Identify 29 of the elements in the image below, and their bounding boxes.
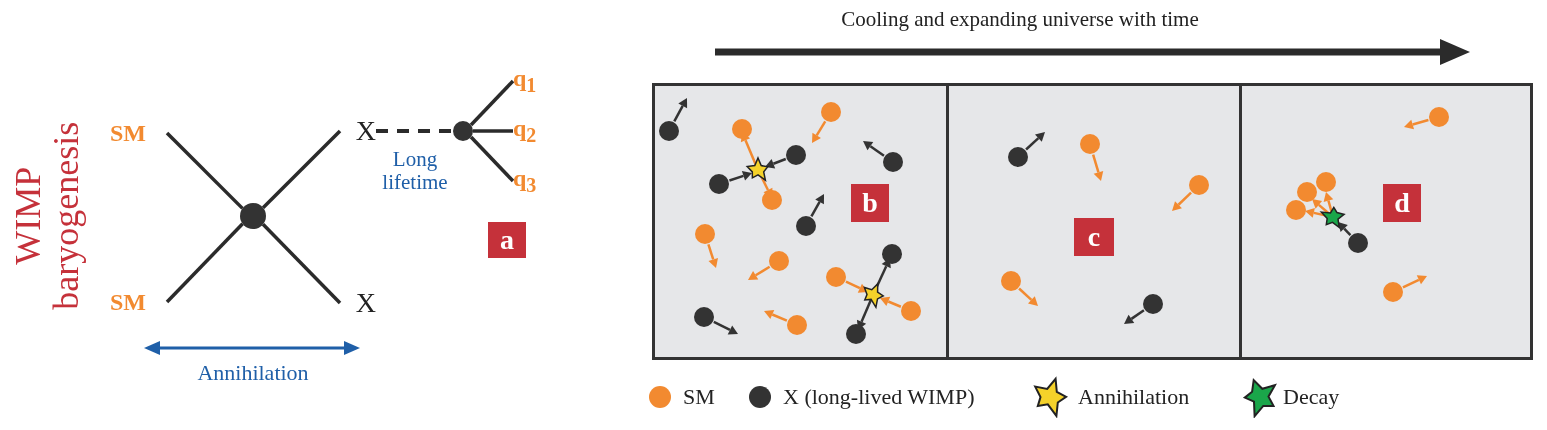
particle-label: SM — [110, 118, 167, 148]
legend-label: Decay — [1283, 384, 1340, 410]
particle-label: X — [340, 288, 376, 318]
particle-line — [261, 223, 342, 305]
particle-label: q$_{1}$ — [513, 64, 547, 98]
particle-label: q$_{2}$ — [513, 114, 547, 148]
particle-line — [469, 79, 515, 127]
axis-label: Cooling and expanding universe with time — [840, 8, 1200, 32]
dashed-line — [376, 129, 453, 133]
particle-label: X — [340, 116, 376, 146]
panel-tag: d — [1383, 184, 1421, 222]
particle-line — [165, 131, 244, 210]
particle-label: SM — [110, 287, 167, 317]
particle-line — [165, 222, 244, 304]
particle-line — [469, 135, 515, 183]
legend-label: X (long-lived WIMP) — [783, 384, 975, 410]
legend-label: SM — [683, 384, 715, 410]
legend-label: Annihilation — [1078, 384, 1190, 410]
particle-line — [261, 129, 342, 210]
panel-tag: b — [851, 184, 889, 222]
panel-tag: a — [488, 222, 526, 258]
dimension-label: Annihilation — [196, 361, 310, 386]
vertex-dot — [453, 121, 473, 141]
title: WIMP baryogenesis — [10, 120, 86, 312]
panel-tag: c — [1074, 218, 1114, 256]
particle-line — [473, 129, 513, 133]
particle-label: q$_{3}$ — [513, 164, 547, 198]
vertex-dot — [240, 203, 266, 229]
edge-label: Long lifetime — [381, 148, 449, 195]
